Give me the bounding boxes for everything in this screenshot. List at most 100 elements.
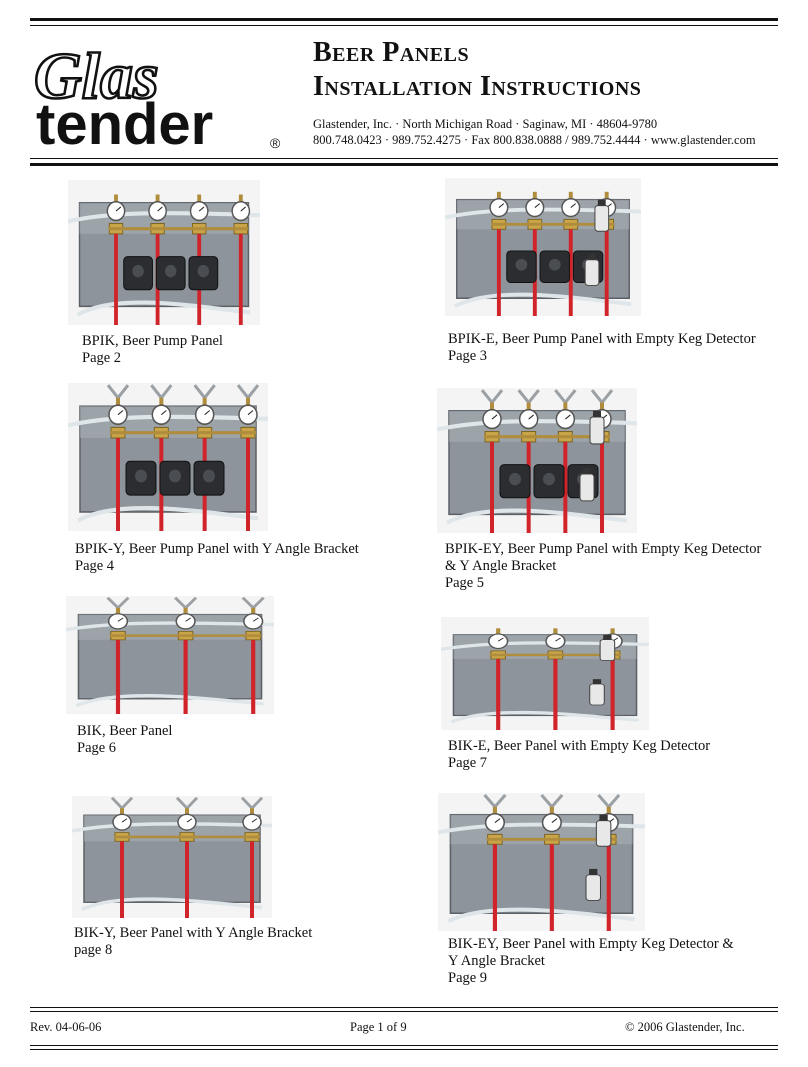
caption-line-1: BIK-Y, Beer Panel with Y Angle Bracket bbox=[74, 925, 313, 941]
caption-line-1: BIK-EY, Beer Panel with Empty Keg Detect… bbox=[448, 936, 734, 952]
caption-line-2: Page 3 bbox=[448, 348, 488, 364]
logo-registered-mark: ® bbox=[270, 135, 281, 151]
panel-illustration bbox=[72, 796, 272, 918]
contact-line-1: Glastender, Inc. · North Michigan Road ·… bbox=[313, 117, 658, 131]
document-title: Beer Panels Installation Instructions bbox=[313, 36, 641, 104]
caption-line-2: page 8 bbox=[74, 942, 113, 958]
gauge-needle bbox=[121, 818, 128, 823]
panel-photo bbox=[68, 180, 260, 325]
clear-hose bbox=[77, 505, 259, 523]
gauge-needle bbox=[117, 617, 124, 622]
pressure-gauge bbox=[489, 197, 509, 218]
y-angle-bracket bbox=[193, 384, 216, 401]
panel-photo bbox=[445, 178, 641, 316]
contact-line-2: 800.748.0423 · 989.752.4275 · Fax 800.83… bbox=[313, 133, 756, 147]
detector-cap bbox=[592, 679, 602, 684]
pressure-gauge bbox=[194, 404, 215, 426]
gauge-needle bbox=[252, 617, 259, 622]
header-top-rule-thick bbox=[30, 18, 778, 21]
panel-illustration bbox=[68, 383, 268, 531]
panel-photo bbox=[66, 596, 274, 714]
caption-line-1: BPIK-E, Beer Pump Panel with Empty Keg D… bbox=[448, 331, 756, 347]
pump-port bbox=[515, 258, 528, 271]
gauge-needle bbox=[497, 637, 504, 642]
pressure-gauge bbox=[555, 408, 576, 430]
glastender-logo: Glas tender ® bbox=[30, 36, 290, 157]
footer-bottom-rule-2 bbox=[30, 1049, 778, 1050]
title-line-2: Installation Instructions bbox=[313, 71, 642, 102]
caption-line-1: BPIK-EY, Beer Pump Panel with Empty Keg … bbox=[445, 541, 762, 557]
panel-photo bbox=[441, 617, 649, 730]
caption-line-3: Page 5 bbox=[445, 575, 485, 591]
pressure-gauge bbox=[482, 408, 502, 430]
detector-cap bbox=[589, 868, 598, 875]
gauge-needle bbox=[186, 818, 193, 823]
clear-hose bbox=[76, 300, 251, 317]
title-line-1: Beer Panels bbox=[313, 37, 470, 68]
pump-port bbox=[132, 264, 144, 278]
caption-line-1: BPIK, Beer Pump Panel bbox=[82, 333, 223, 349]
detector-cap bbox=[603, 634, 612, 640]
caption-line-1: BIK-E, Beer Panel with Empty Keg Detecto… bbox=[448, 738, 711, 754]
empty-keg-detector bbox=[579, 473, 595, 502]
pressure-gauge bbox=[243, 613, 264, 630]
footer-top-rule-2 bbox=[30, 1011, 778, 1012]
caption-line-2: Page 4 bbox=[75, 558, 115, 574]
y-angle-bracket bbox=[241, 596, 265, 610]
gauge-needle bbox=[494, 818, 501, 823]
caption-line-1: BIK, Beer Panel bbox=[77, 723, 173, 739]
clear-hose bbox=[68, 211, 260, 224]
clear-hose bbox=[68, 414, 268, 428]
detector-cap bbox=[593, 410, 601, 417]
footer-page-number: Page 1 of 9 bbox=[350, 1020, 407, 1034]
detector-cap bbox=[588, 253, 596, 260]
pump-port bbox=[169, 469, 181, 483]
caption-line-2: & Y Angle Bracket bbox=[445, 558, 557, 574]
clear-hose bbox=[81, 897, 263, 911]
y-angle-bracket bbox=[483, 794, 507, 810]
gauge-needle bbox=[247, 410, 254, 416]
panel-illustration bbox=[68, 180, 260, 325]
gauge-needle bbox=[251, 818, 258, 823]
gauge-needle bbox=[528, 414, 534, 420]
clear-hose bbox=[66, 621, 274, 632]
pump-port bbox=[197, 264, 210, 278]
pressure-gauge bbox=[177, 813, 197, 831]
panel-photo bbox=[68, 383, 268, 531]
caption-line-2: Y Angle Bracket bbox=[448, 953, 545, 969]
pump-port bbox=[509, 472, 521, 486]
pressure-gauge bbox=[525, 197, 545, 218]
pressure-gauge bbox=[112, 813, 132, 831]
contact-info: Glastender, Inc. · North Michigan Road ·… bbox=[313, 116, 756, 148]
pump-port bbox=[203, 469, 215, 483]
panel-illustration bbox=[66, 596, 274, 714]
detector-cap bbox=[583, 467, 591, 474]
pressure-gauge bbox=[108, 404, 128, 426]
header-bottom-rule-thin bbox=[30, 158, 778, 159]
detector-cap bbox=[599, 814, 608, 821]
gauge-needle bbox=[555, 637, 561, 642]
caption-line-2: Page 2 bbox=[82, 350, 122, 366]
panel-illustration bbox=[445, 178, 641, 316]
gauge-needle bbox=[551, 818, 558, 823]
footer-bottom-rule bbox=[30, 1045, 778, 1046]
pressure-gauge bbox=[107, 613, 129, 630]
panel-caption: BIK-EY, Beer Panel with Empty Keg Detect… bbox=[448, 936, 734, 987]
y-angle-bracket bbox=[106, 596, 130, 610]
gauge-needle bbox=[565, 414, 571, 420]
gauge-needle bbox=[570, 203, 576, 208]
gauge-needle bbox=[115, 206, 122, 212]
pump-port bbox=[543, 472, 555, 486]
pump-port bbox=[164, 264, 177, 278]
gauge-needle bbox=[204, 410, 210, 416]
gauge-needle bbox=[240, 206, 246, 212]
pressure-gauge bbox=[242, 813, 262, 831]
gauge-needle bbox=[185, 617, 192, 622]
panel-photo bbox=[72, 796, 272, 918]
logo-word-glas: Glas bbox=[34, 40, 159, 113]
gauge-needle bbox=[498, 203, 505, 208]
panel-photo bbox=[438, 793, 645, 931]
empty-keg-detector bbox=[584, 259, 600, 286]
